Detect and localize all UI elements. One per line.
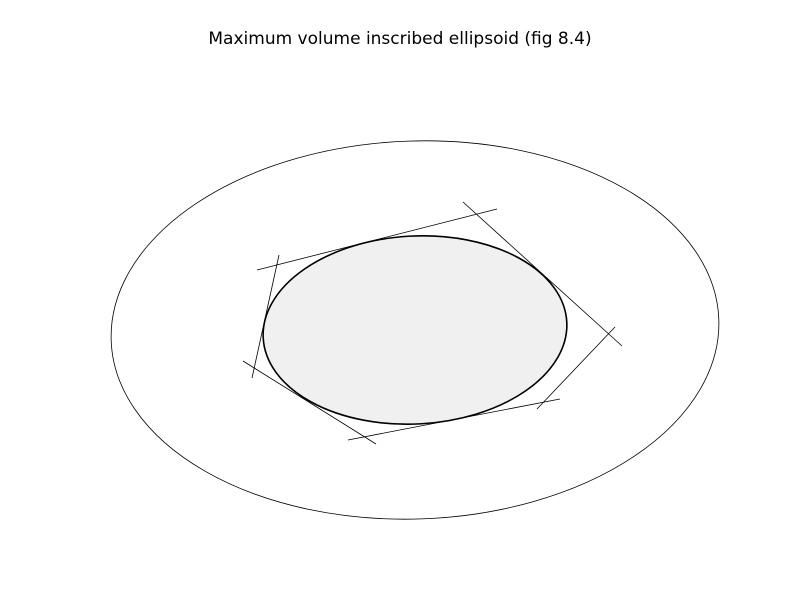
edge-top (256, 208, 498, 271)
inscribed-ellipse (262, 234, 568, 426)
edge-top-right (462, 201, 623, 347)
outer-ellipse (110, 140, 720, 520)
polyhedron-edges (242, 201, 623, 445)
edge-bottom (347, 398, 561, 441)
edge-left (251, 254, 280, 379)
figure-title: Maximum volume inscribed ellipsoid (fig … (208, 29, 592, 49)
edge-right (536, 326, 616, 410)
edge-bottom-left (242, 360, 377, 445)
